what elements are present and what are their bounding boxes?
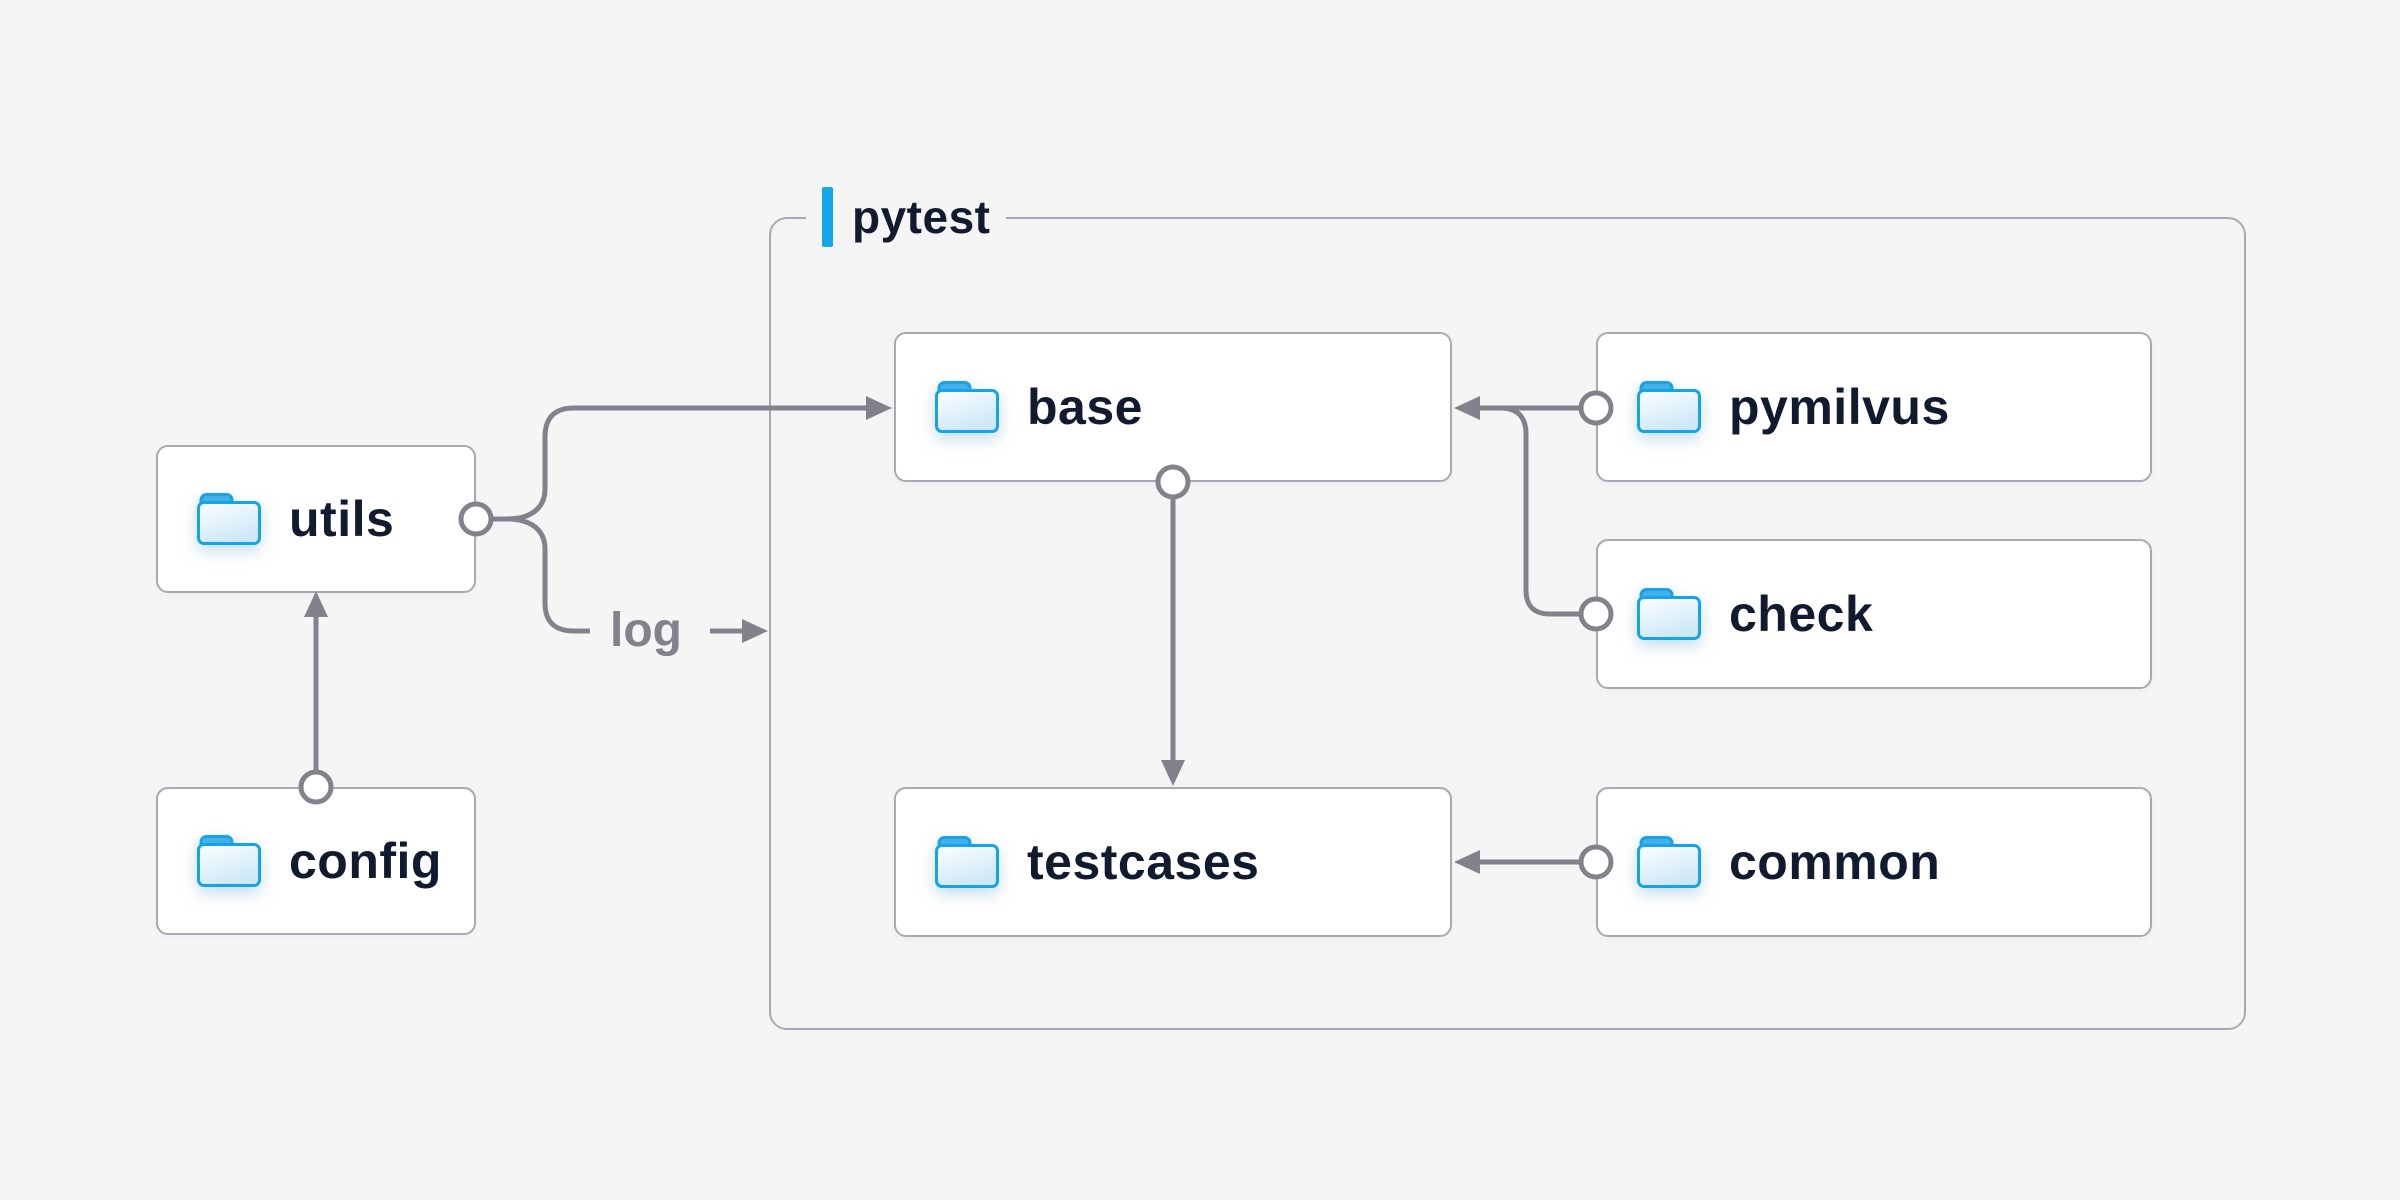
edge-config-utils (304, 591, 328, 772)
node-base: base (894, 332, 1452, 482)
folder-icon (1636, 835, 1702, 889)
node-check: check (1596, 539, 2152, 689)
arrowhead-right (742, 619, 768, 643)
node-label: utils (289, 491, 395, 547)
node-label: config (289, 833, 442, 889)
folder-icon (1636, 587, 1702, 641)
node-common: common (1596, 787, 2152, 937)
node-label: pymilvus (1729, 379, 1950, 435)
folder-icon (196, 492, 262, 546)
pytest-group-outline (769, 217, 2246, 1030)
group-title: pytest (852, 191, 991, 243)
folder-icon (934, 835, 1000, 889)
arrowhead-up (304, 591, 328, 617)
node-utils: utils (156, 445, 476, 593)
pytest-group-label: pytest (806, 186, 1007, 248)
node-testcases: testcases (894, 787, 1452, 937)
node-label: testcases (1027, 834, 1260, 890)
node-pymilvus: pymilvus (1596, 332, 2152, 482)
node-label: check (1729, 586, 1874, 642)
folder-icon (1636, 380, 1702, 434)
node-config: config (156, 787, 476, 935)
node-label: common (1729, 834, 1941, 890)
node-label: base (1027, 379, 1143, 435)
folder-icon (196, 834, 262, 888)
folder-icon (934, 380, 1000, 434)
edge-label-log: log (610, 604, 682, 657)
accent-bar (822, 187, 833, 247)
